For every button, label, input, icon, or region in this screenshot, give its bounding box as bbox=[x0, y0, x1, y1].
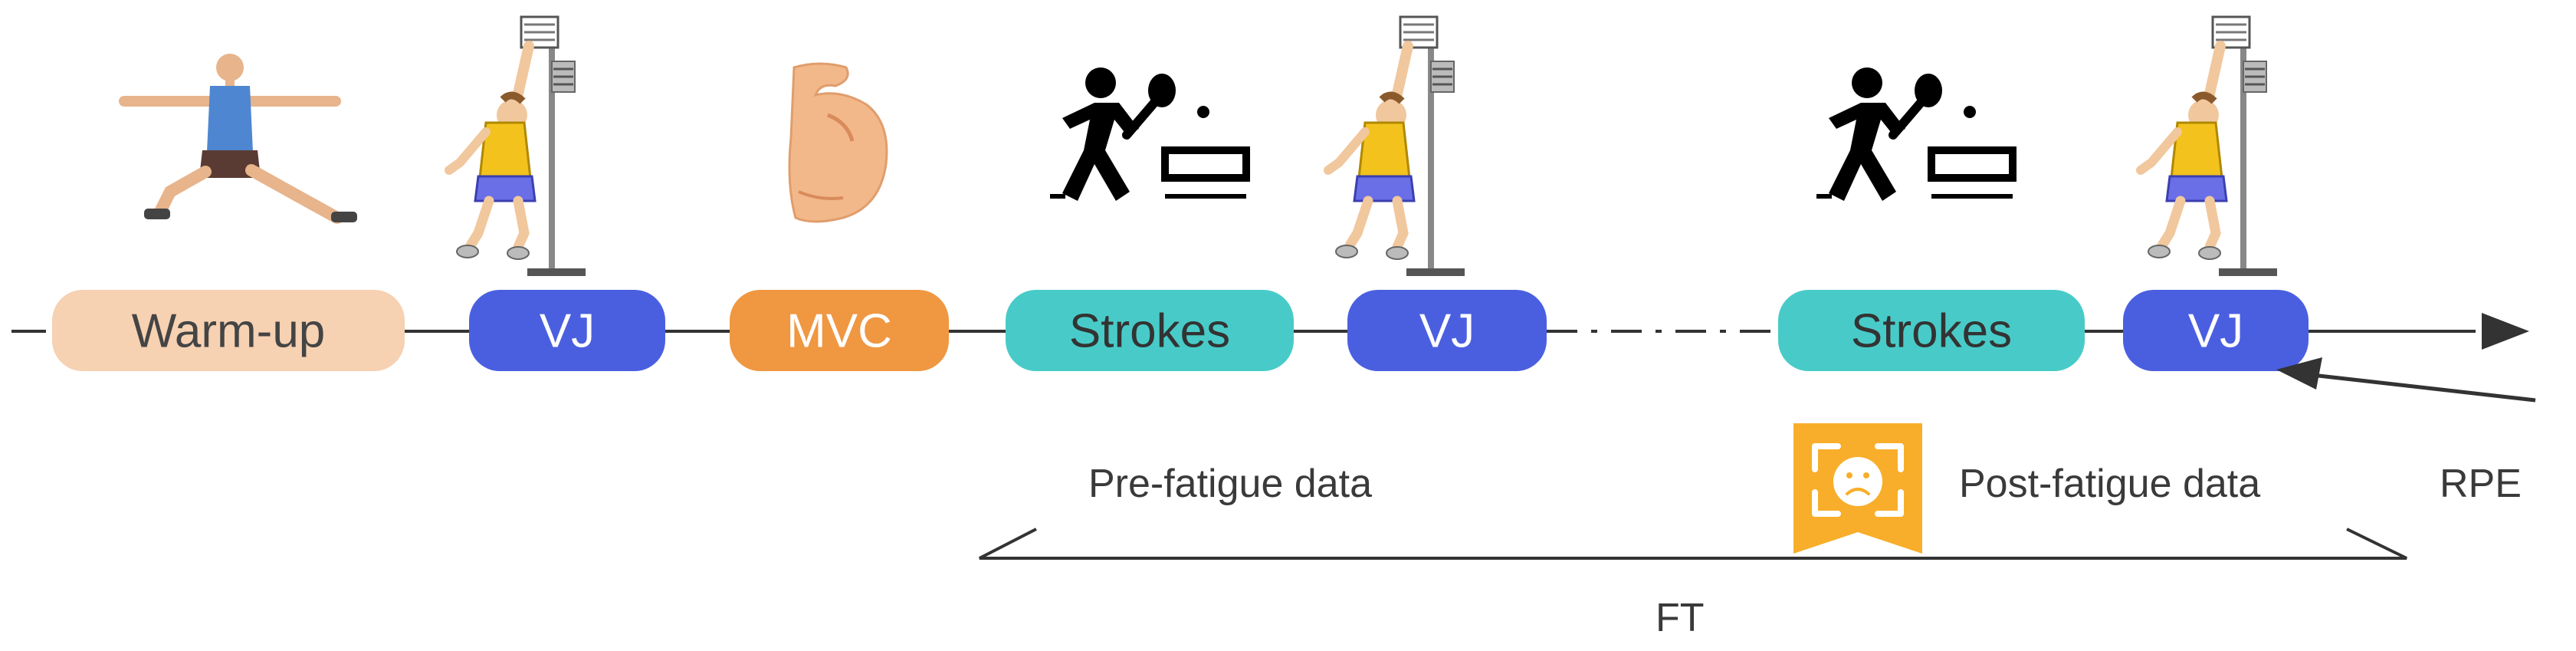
post-fatigue-label: Post-fatigue data bbox=[1959, 462, 2260, 506]
rpe-arrow-head bbox=[2276, 357, 2322, 390]
step-strokes-1: Strokes bbox=[1006, 290, 1294, 371]
table-tennis-player-icon bbox=[1816, 67, 2013, 201]
step-label: VJ bbox=[2188, 305, 2243, 358]
step-vj-3: VJ bbox=[2123, 290, 2309, 371]
vertical-jump-icon bbox=[445, 15, 586, 276]
step-pill bbox=[52, 290, 405, 371]
fatigue-bracket bbox=[979, 528, 2407, 560]
step-vj-2: VJ bbox=[1347, 290, 1547, 371]
step-label: Strokes bbox=[1069, 305, 1230, 358]
rpe-arrow-shaft bbox=[2291, 370, 2536, 403]
timeline-arrow-head bbox=[2482, 313, 2529, 350]
step-strokes-2: Strokes bbox=[1778, 290, 2085, 371]
pre-fatigue-label: Pre-fatigue data bbox=[1088, 462, 1372, 506]
vertical-jump-icon bbox=[2141, 17, 2277, 276]
step-mvc: MVC bbox=[730, 290, 949, 371]
step-label: VJ bbox=[540, 305, 595, 358]
table-tennis-player-icon bbox=[1050, 67, 1250, 201]
step-vj-1: VJ bbox=[469, 290, 665, 371]
step-pill bbox=[1006, 290, 1294, 371]
ft-label: FT bbox=[1656, 596, 1705, 640]
step-pill bbox=[2123, 290, 2309, 371]
step-warm-up: Warm-up bbox=[52, 290, 405, 371]
vertical-jump-icon bbox=[1328, 17, 1465, 276]
stretching-person-icon bbox=[119, 54, 357, 224]
rpe-label: RPE bbox=[2440, 462, 2522, 506]
step-pill bbox=[730, 290, 949, 371]
step-label: VJ bbox=[1419, 305, 1475, 358]
step-pill bbox=[469, 290, 665, 371]
rpe-badge-icon bbox=[1793, 423, 1922, 554]
step-label: MVC bbox=[786, 305, 892, 358]
timeline bbox=[11, 313, 2529, 350]
step-pill bbox=[1347, 290, 1547, 371]
step-pill bbox=[1778, 290, 2085, 371]
step-label: Warm-up bbox=[132, 305, 326, 358]
flexed-biceps-icon bbox=[788, 62, 888, 223]
step-label: Strokes bbox=[1851, 305, 2012, 358]
